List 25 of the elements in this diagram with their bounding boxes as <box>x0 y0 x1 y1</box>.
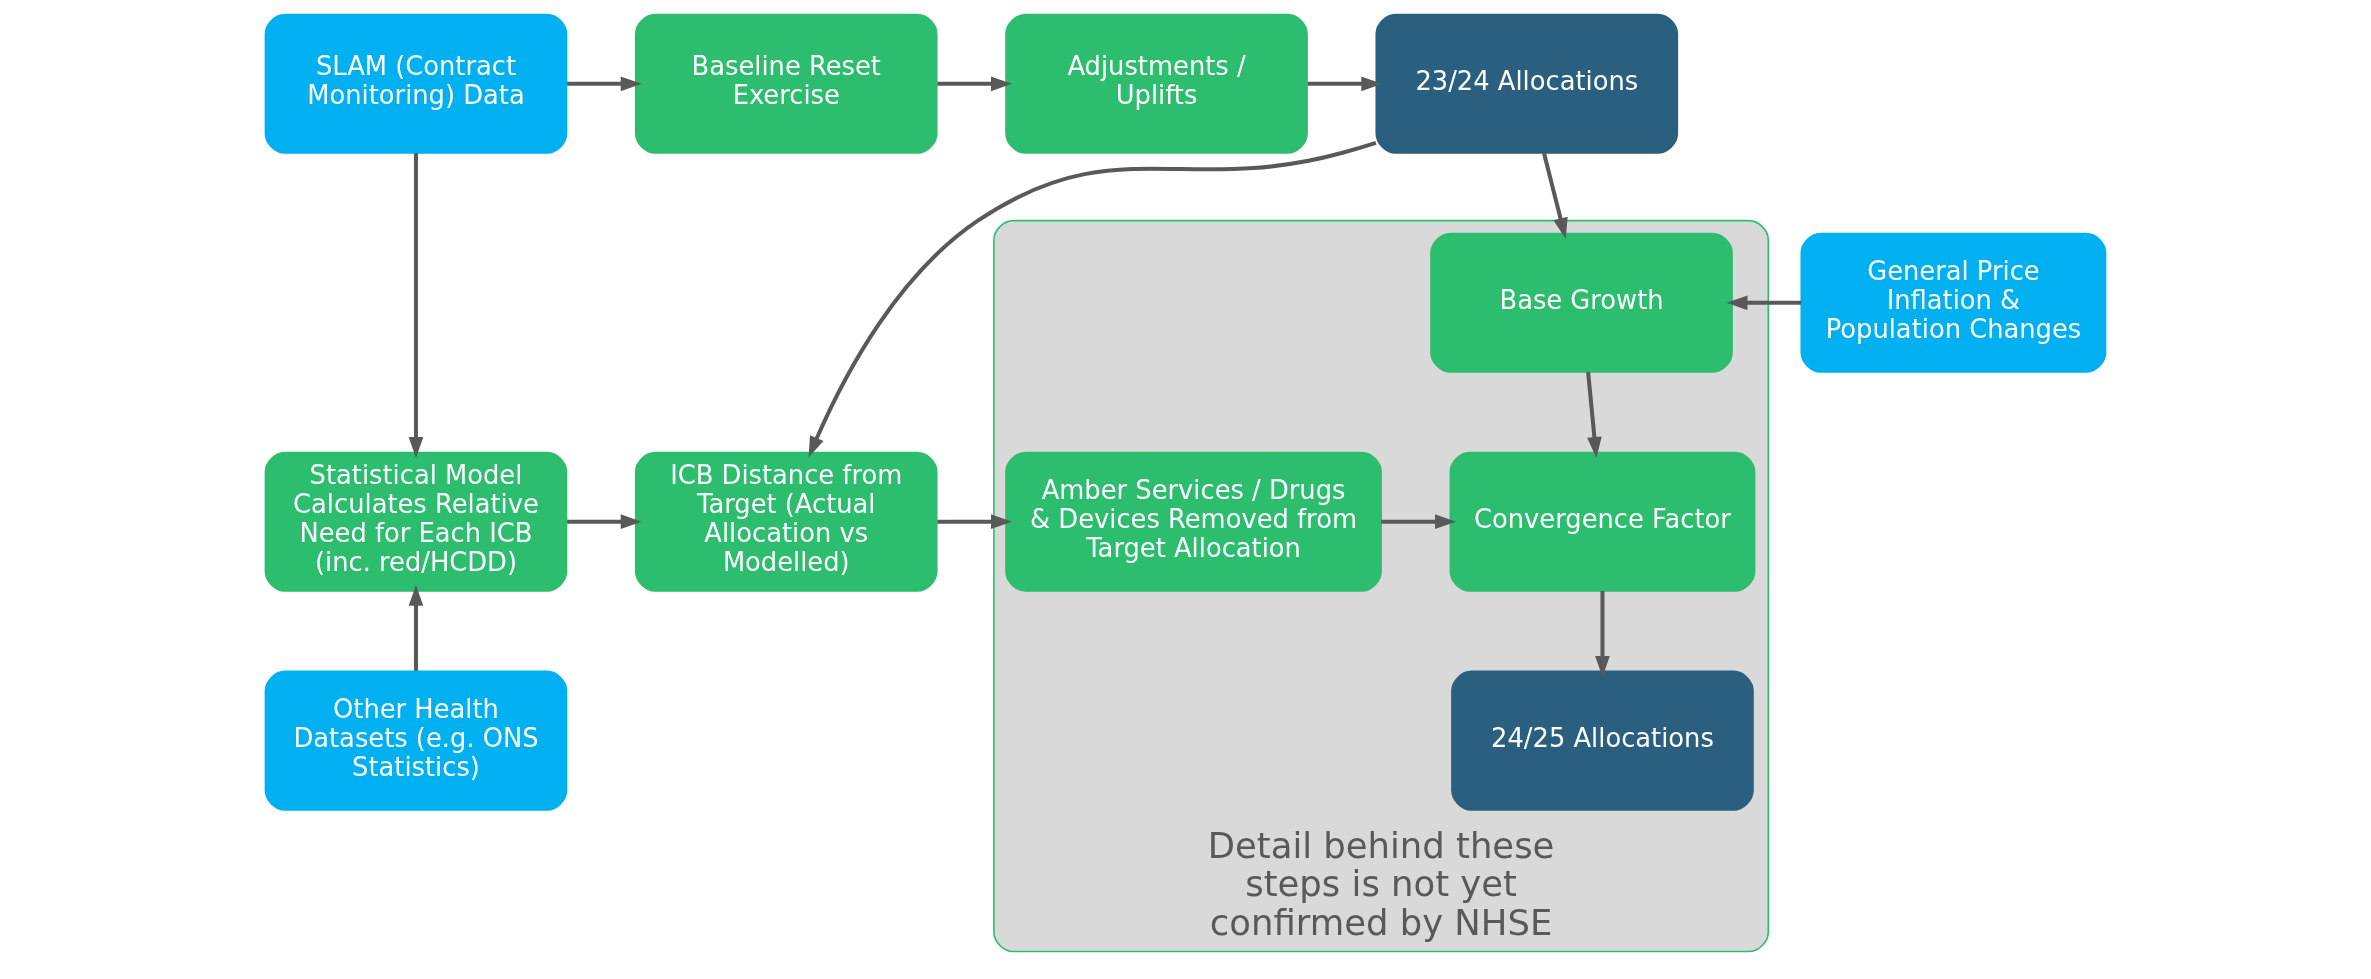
arrow <box>1586 371 1602 458</box>
arrow <box>808 140 1377 458</box>
arrow <box>567 76 642 92</box>
arrow <box>937 514 1012 530</box>
node-box: Amber Services / Drugs & Devices Removed from Target Allocation <box>1005 451 1382 592</box>
arrow <box>408 153 424 458</box>
arrow <box>1542 152 1568 239</box>
node-box: General Price Inflation & Population Changes <box>1800 232 2107 373</box>
node-box: Other Health Datasets (e.g. ONS Statistics) <box>264 670 568 811</box>
arrow <box>567 514 642 530</box>
node-box: 24/25 Allocations <box>1451 670 1754 811</box>
arrow <box>937 76 1012 92</box>
arrow <box>1307 76 1383 92</box>
node-box: ICB Distance from Target (Actual Allocation vs Modelled) <box>634 451 938 592</box>
arrow <box>1595 590 1610 677</box>
node-box: Convergence Factor <box>1449 451 1756 592</box>
node-box: SLAM (Contract Monitoring) Data <box>264 13 568 154</box>
node-box: 23/24 Allocations <box>1375 13 1679 154</box>
arrow <box>1726 295 1802 311</box>
node-box: Adjustments / Uplifts <box>1005 13 1308 154</box>
arrow <box>408 584 424 671</box>
node-box: Base Growth <box>1430 232 1733 373</box>
node-box: Baseline Reset Exercise <box>634 13 938 154</box>
node-box: Statistical Model Calculates Relative Need for Each ICB (inc. red/HCDD) <box>264 451 568 592</box>
arrow <box>1381 514 1457 530</box>
